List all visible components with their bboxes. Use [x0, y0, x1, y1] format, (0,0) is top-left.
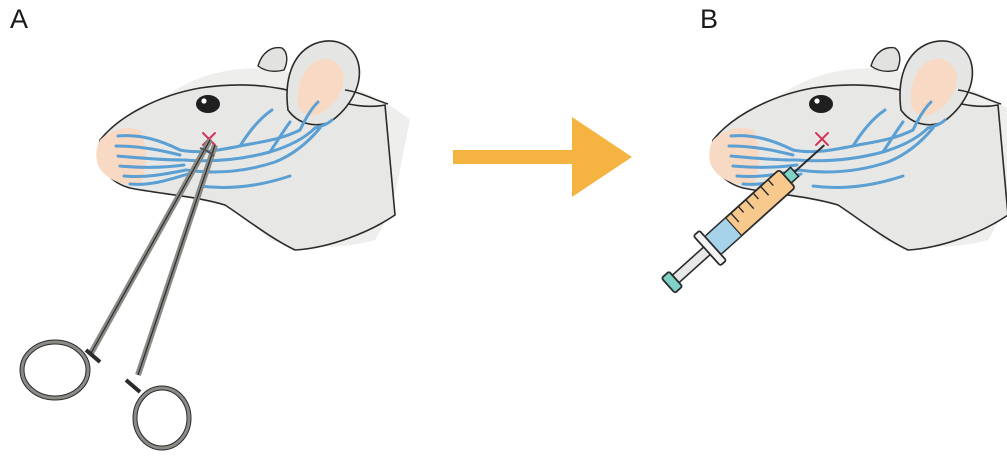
right-arrow-icon: [453, 117, 632, 197]
hemostat-forceps-icon: [22, 140, 215, 448]
mouse-head-panel-a: [96, 41, 410, 250]
